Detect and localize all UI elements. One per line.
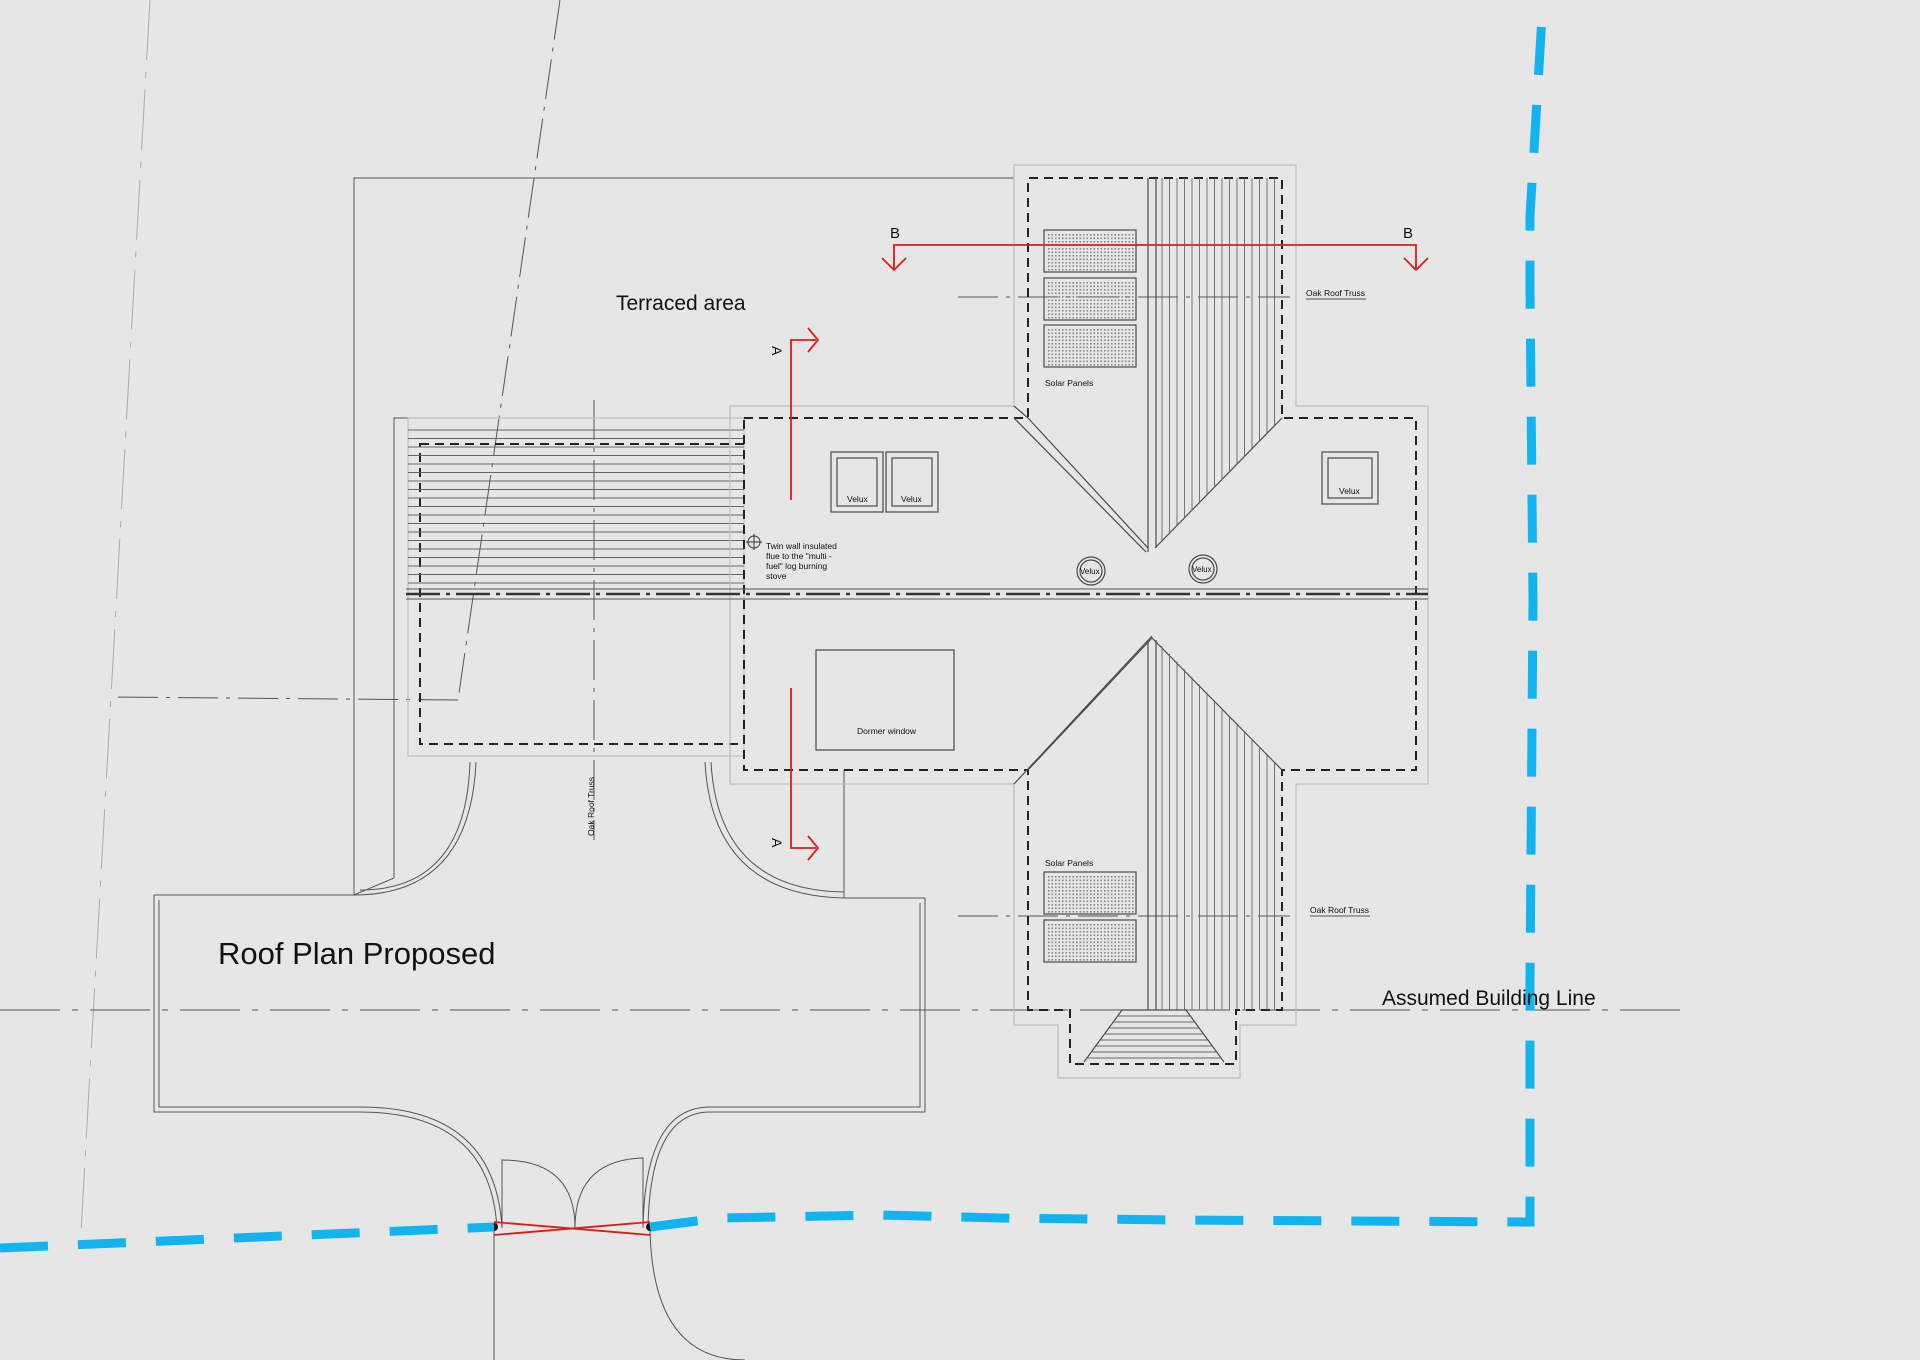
oak-truss-lower-label: Oak Roof Truss — [1310, 905, 1369, 915]
building-line-label: Assumed Building Line — [1382, 987, 1596, 1010]
velux-round-label-1: Velux — [1080, 567, 1100, 576]
terraced-area-label: Terraced area — [616, 292, 746, 315]
main-roof — [406, 164, 1429, 1079]
section-a-upper-label: A — [769, 346, 785, 356]
flue-icon — [746, 534, 762, 550]
solar-panels-north — [1043, 229, 1137, 368]
velux-windows — [830, 451, 1379, 586]
site-outlines — [153, 177, 1014, 1360]
velux-label-2: Velux — [901, 494, 923, 504]
oak-truss-vertical-label: Oak Roof Truss — [586, 777, 596, 836]
section-b-left-label: B — [890, 225, 900, 242]
flue-note-line-1: Twin wall insulated — [766, 541, 837, 551]
dormer-window — [815, 649, 955, 751]
flue-note-line-3: fuel" log burning — [766, 561, 827, 571]
dormer-window-label: Dormer window — [857, 726, 917, 736]
velux-round-label-2: Velux — [1192, 565, 1212, 574]
section-a-lower-label: A — [769, 838, 785, 848]
site-boundary — [0, 0, 1548, 1253]
reference-grid-lines — [0, 0, 1690, 1251]
solar-panels-south — [1043, 871, 1137, 963]
drawing-title: Roof Plan Proposed — [218, 936, 495, 971]
west-flat-roof — [407, 417, 745, 757]
solar-panels-upper-label: Solar Panels — [1045, 378, 1093, 388]
section-b-right-label: B — [1403, 225, 1413, 242]
solar-panels-lower-label: Solar Panels — [1045, 858, 1093, 868]
velux-label-3: Velux — [1339, 486, 1361, 496]
oak-truss-upper-label: Oak Roof Truss — [1306, 288, 1365, 298]
section-line-b — [881, 244, 1429, 272]
velux-label-1: Velux — [847, 494, 869, 504]
flue-note-line-4: stove — [766, 571, 787, 581]
section-line-a — [790, 327, 820, 861]
flue-note-line-2: flue to the "multi - — [766, 551, 832, 561]
